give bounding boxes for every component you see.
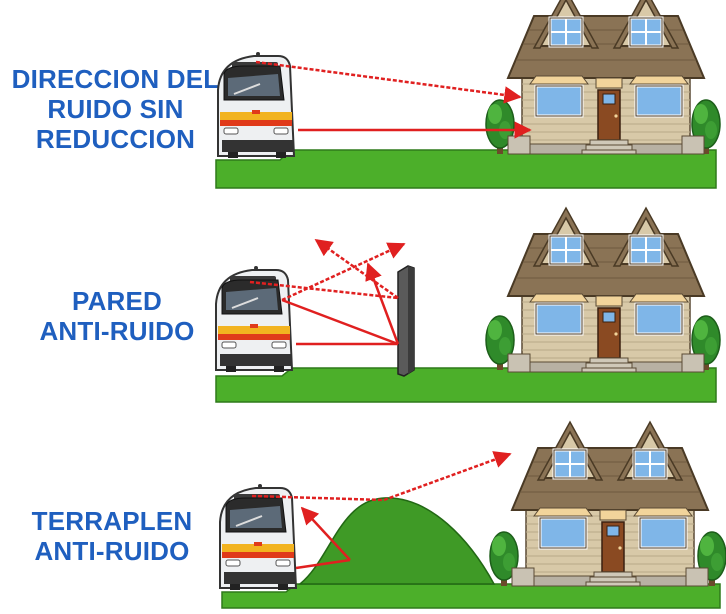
noise-ray-berm-upper	[251, 494, 385, 502]
noise-ray-berm-reflect	[300, 506, 351, 561]
panel-2-label-line-1: PARED	[71, 286, 163, 316]
train-icon	[217, 51, 295, 159]
noise-ray-wall-reflect-2	[365, 262, 400, 345]
noise-ray-wall-diffract	[281, 242, 406, 302]
panel-3-label-line-1: TERRAPLEN	[31, 506, 193, 536]
panel-2-ground	[215, 367, 717, 403]
house-icon	[510, 420, 710, 588]
noise-ray-wall-upper	[249, 280, 399, 300]
panel-3	[219, 420, 726, 609]
earth-berm	[297, 497, 496, 585]
panel-2-label-line-2: ANTI-RUIDO	[39, 316, 195, 346]
house-icon	[506, 0, 706, 156]
panel-2	[215, 206, 721, 403]
panel-3-label-line-2: ANTI-RUIDO	[34, 536, 190, 566]
house-icon	[506, 206, 706, 374]
train-icon	[219, 483, 297, 591]
panel-1-label-line-1: DIRECCION DEL	[11, 64, 220, 94]
panel-1-label-line-2: RUIDO SIN	[47, 94, 184, 124]
panel-1-label-line-3: REDUCCION	[35, 124, 196, 154]
noise-ray-wall-reflect-1	[314, 238, 399, 300]
panel-1-label: DIRECCION DEL RUIDO SIN REDUCCION	[8, 64, 223, 154]
noise-ray-direct-upper	[255, 60, 522, 104]
noise-ray-wall-mid	[281, 298, 399, 346]
panel-2-label: PARED ANTI-RUIDO	[22, 286, 212, 346]
noise-ray-berm-diffract	[383, 451, 512, 502]
noise-ray-berm-to-slope	[295, 558, 351, 570]
panel-3-label: TERRAPLEN ANTI-RUIDO	[12, 506, 212, 566]
panel-1	[215, 0, 721, 189]
